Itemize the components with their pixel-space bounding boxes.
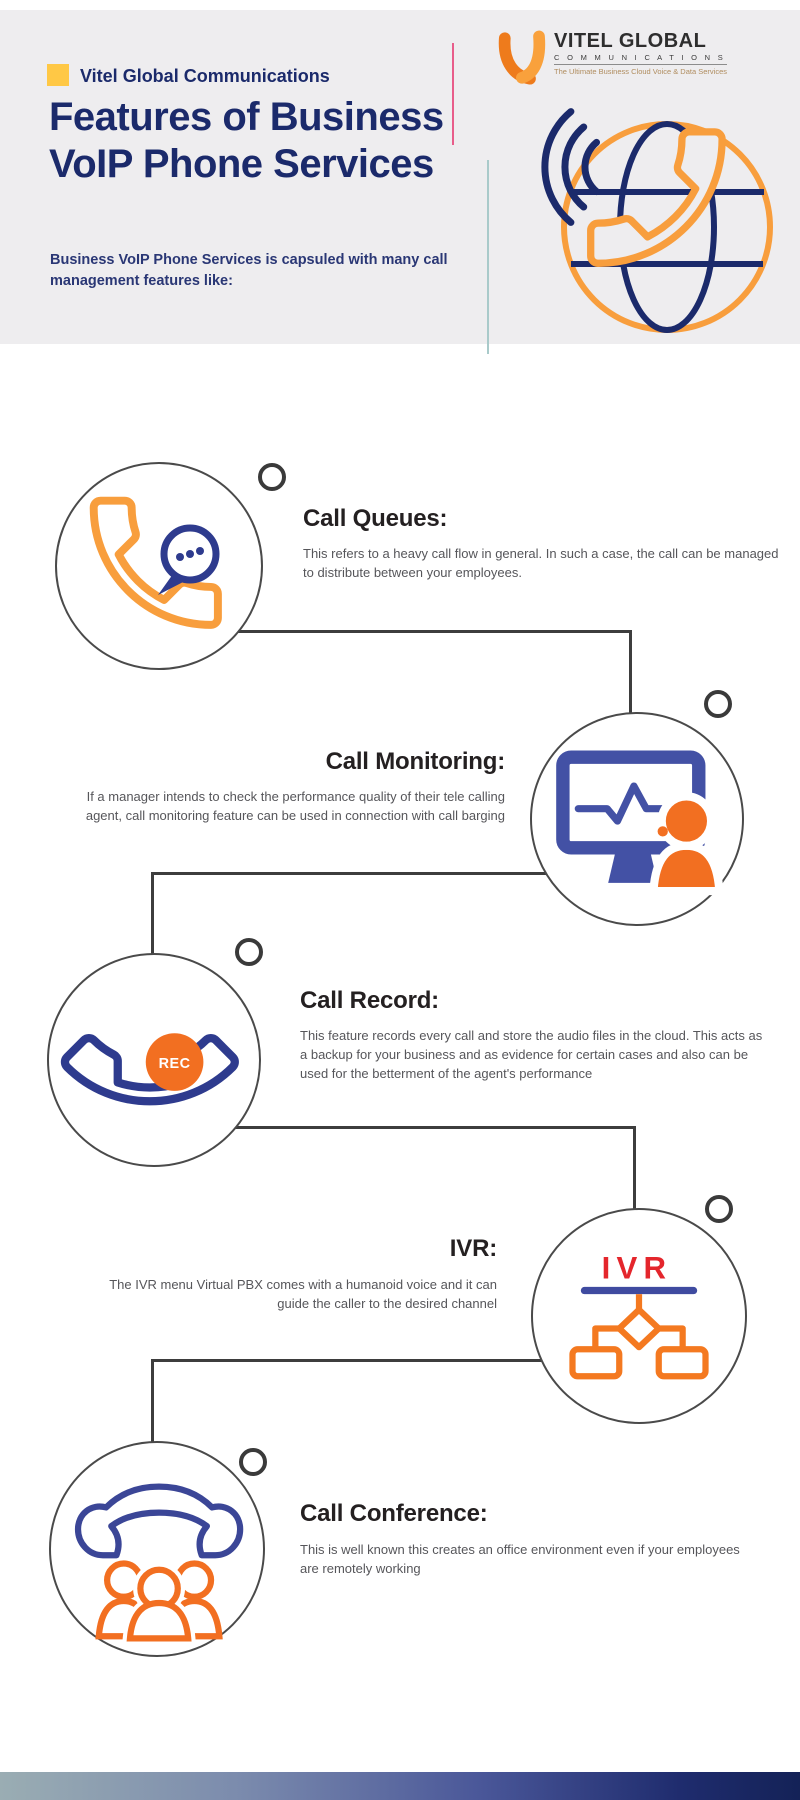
feature-description: If a manager intends to check the perfor… xyxy=(85,789,505,823)
teal-divider-line xyxy=(487,160,489,354)
ring-marker xyxy=(258,463,286,491)
feature-title-call-record: Call Record: xyxy=(300,987,439,1014)
connector-2-vertical xyxy=(151,872,154,955)
ring-marker xyxy=(704,690,732,718)
people-group-icon xyxy=(95,1560,223,1646)
agent-person-icon xyxy=(649,792,724,896)
feature-title-ivr: IVR: xyxy=(449,1235,497,1262)
ivr-label: IVR xyxy=(602,1251,673,1286)
ivr-flowchart-icon: IVR xyxy=(569,1251,709,1380)
logo-name: VITEL GLOBAL xyxy=(554,30,707,52)
company-logo: VITEL GLOBAL C O M M U N I C A T I O N S… xyxy=(494,30,727,86)
ring-marker xyxy=(239,1448,267,1476)
feature-circle-call-record: REC xyxy=(47,953,261,1167)
ring-marker xyxy=(235,938,263,966)
feature-title-call-conference: Call Conference: xyxy=(300,1500,488,1527)
logo-swoosh-icon xyxy=(498,30,546,85)
feature-title-call-queues: Call Queues: xyxy=(303,505,448,532)
feature-description: This feature records every call and stor… xyxy=(300,1028,763,1081)
feature-circle-call-queues xyxy=(55,462,263,670)
rec-badge: REC xyxy=(145,1033,204,1091)
feature-description: This is well known this creates an offic… xyxy=(300,1542,740,1576)
logo-text-block: VITEL GLOBAL C O M M U N I C A T I O N S… xyxy=(554,30,727,76)
logo-letters: C O M M U N I C A T I O N S xyxy=(554,53,726,62)
feature-circle-call-monitoring xyxy=(530,712,744,926)
page-subtitle: Business VoIP Phone Services is capsuled… xyxy=(50,252,448,289)
connector-2-horizontal xyxy=(151,872,546,875)
signal-waves-icon xyxy=(541,108,600,226)
connector-1-horizontal xyxy=(234,630,632,633)
conference-people-icon xyxy=(74,1483,244,1646)
brand-name: Vitel Global Communications xyxy=(80,66,330,86)
connector-1-vertical xyxy=(629,630,632,714)
feature-description: The IVR menu Virtual PBX comes with a hu… xyxy=(109,1277,497,1311)
monitor-agent-icon xyxy=(556,750,724,896)
footer-gradient-bar xyxy=(0,1772,800,1800)
handset-icon xyxy=(587,128,726,267)
connector-3-horizontal xyxy=(230,1126,636,1129)
pink-divider-line xyxy=(452,43,454,145)
chat-bubble-icon xyxy=(158,524,220,595)
record-handset-icon: REC xyxy=(60,1033,239,1106)
feature-circle-call-conference xyxy=(49,1441,265,1657)
header-panel: Vitel Global Communications Features of … xyxy=(0,10,800,354)
logo-tagline: The Ultimate Business Cloud Voice & Data… xyxy=(554,64,727,76)
page-title: Features of Business VoIP Phone Services xyxy=(49,95,444,186)
connector-3-vertical xyxy=(633,1126,636,1210)
feature-description: This refers to a heavy call flow in gene… xyxy=(303,546,779,580)
conference-handset-icon xyxy=(74,1483,244,1559)
ring-marker xyxy=(705,1195,733,1223)
feature-title-call-monitoring: Call Monitoring: xyxy=(325,748,506,775)
feature-circle-ivr: IVR xyxy=(531,1208,747,1424)
connector-4-horizontal xyxy=(151,1359,542,1362)
rec-badge-label: REC xyxy=(159,1056,191,1072)
connector-4-vertical xyxy=(151,1359,154,1443)
brand-accent-square xyxy=(47,64,69,86)
phone-chat-icon xyxy=(89,496,222,629)
globe-phone-illustration xyxy=(541,108,773,333)
